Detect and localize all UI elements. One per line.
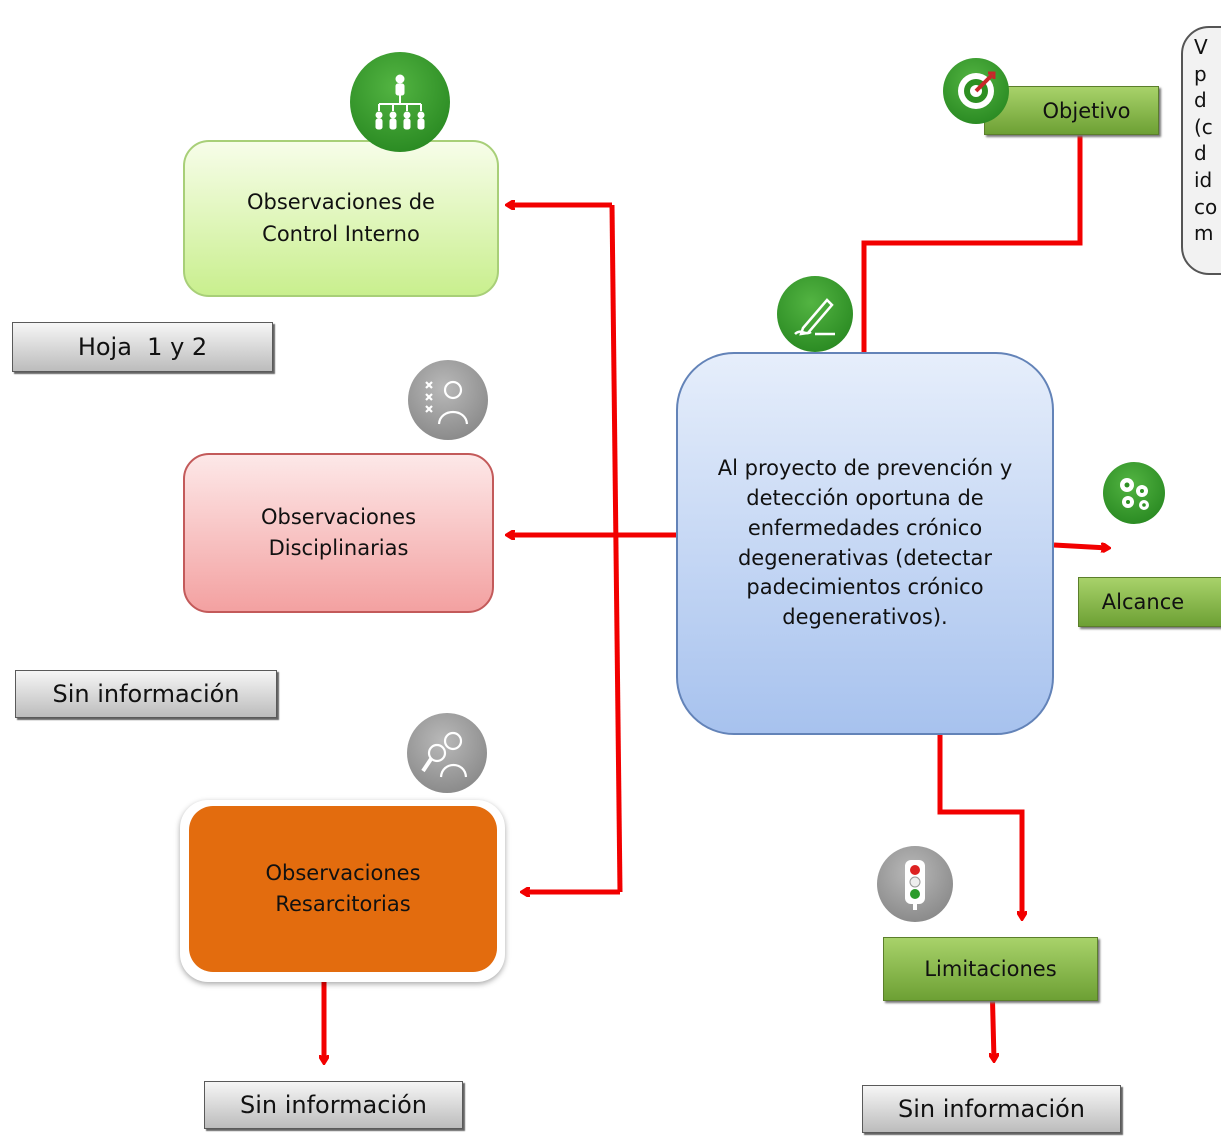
disciplinarias-label: Observaciones Disciplinarias bbox=[260, 504, 417, 561]
alcance-text: Alcance bbox=[1101, 590, 1185, 614]
resarcitorias-box: Observaciones Resarcitorias bbox=[189, 806, 497, 972]
sin-info-left-label: Sin información bbox=[15, 670, 277, 718]
limitaciones-label: Limitaciones bbox=[883, 937, 1098, 1001]
note-line: co bbox=[1194, 194, 1218, 219]
magnifier-person-icon bbox=[407, 713, 487, 793]
control-interno-label: Observaciones de Control Interno bbox=[247, 190, 435, 246]
traffic-light-icon bbox=[877, 846, 953, 922]
resarcitorias-label: Observaciones Resarcitorias bbox=[265, 860, 421, 917]
hoja-text: Hoja 1 y 2 bbox=[77, 333, 208, 361]
sin-info-bottom-left-label: Sin información bbox=[204, 1081, 463, 1129]
arrow-center-to-alcance bbox=[1053, 542, 1108, 548]
note-line: m bbox=[1194, 221, 1214, 246]
project-center-box: Al proyecto de prevención y detección op… bbox=[676, 352, 1054, 735]
sin-info-left-text: Sin información bbox=[52, 680, 240, 708]
sin-info-bottom-right-text: Sin información bbox=[897, 1095, 1086, 1123]
note-line: V bbox=[1194, 35, 1208, 59]
note-line: d bbox=[1194, 141, 1207, 166]
note-line: id bbox=[1194, 167, 1213, 192]
control-interno-box: Observaciones de Control Interno bbox=[183, 140, 499, 297]
crossed-list-person-icon bbox=[408, 360, 488, 440]
gears-icon bbox=[1103, 462, 1165, 524]
target-icon bbox=[943, 58, 1009, 124]
spine-vertical bbox=[609, 204, 623, 893]
note-line: (c bbox=[1194, 114, 1213, 139]
alcance-label: Alcance bbox=[1078, 577, 1221, 627]
hoja-label: Hoja 1 y 2 bbox=[12, 322, 273, 372]
note-line: d bbox=[1194, 88, 1207, 113]
sin-info-bottom-left-text: Sin información bbox=[239, 1091, 428, 1119]
pen-signing-icon bbox=[777, 276, 853, 352]
note-line: p bbox=[1194, 61, 1207, 86]
org-chart-icon bbox=[350, 52, 450, 152]
objetivo-label: Objetivo bbox=[984, 86, 1159, 135]
sin-info-bottom-right-label: Sin información bbox=[862, 1085, 1121, 1133]
arrow-center-to-objetivo bbox=[861, 100, 1080, 352]
note-box: V p d (c d id co m bbox=[1181, 26, 1221, 275]
limitaciones-text: Limitaciones bbox=[924, 957, 1057, 981]
objetivo-text: Objetivo bbox=[1042, 98, 1131, 123]
project-description: Al proyecto de prevención y detección op… bbox=[717, 456, 1013, 630]
disciplinarias-box: Observaciones Disciplinarias bbox=[183, 453, 494, 613]
